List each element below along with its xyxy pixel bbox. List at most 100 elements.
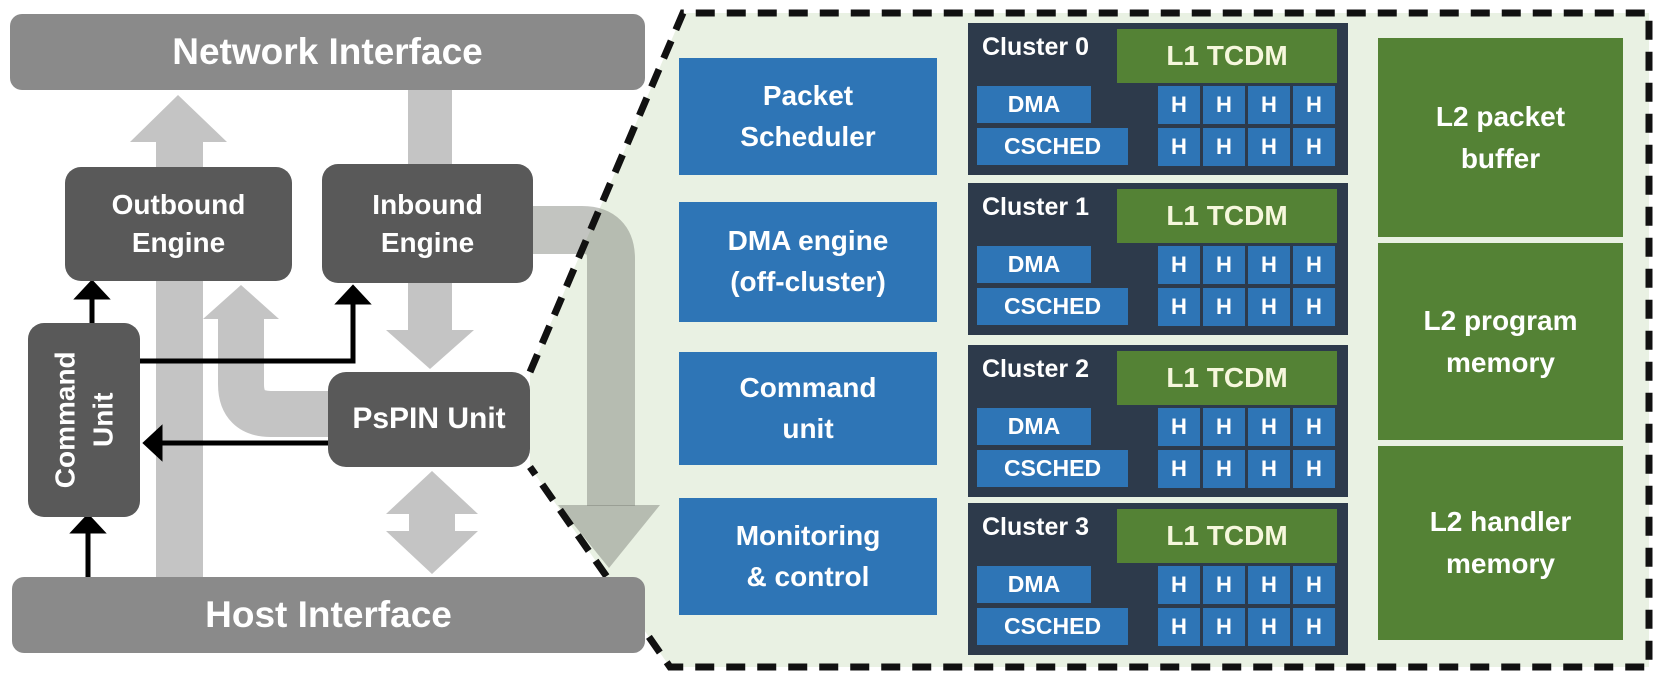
inbound-to-cluster-arrow-shaft [533,206,635,506]
handler-core-cell: H [1158,288,1200,326]
dma-label: DMA [1007,251,1061,277]
handler-core-cell: H [1203,408,1245,446]
handler-core-cell: H [1158,128,1200,166]
csched-box: CSCHED [977,288,1128,325]
cluster-label: Cluster 1 [982,193,1089,221]
csched-box: CSCHED [977,450,1128,487]
handler-core-cell: H [1248,288,1290,326]
dma-box: DMA [977,246,1091,283]
dma-box: DMA [977,86,1091,123]
handler-core-cell: H [1248,86,1290,124]
cluster-box-0: Cluster 0 L1 TCDM DMA CSCHED H H H H H H… [968,23,1348,175]
l2-packet-buffer-label-line1: L2 packet [1435,100,1566,132]
command-unit-module-label-line2: unit [782,412,834,444]
dma-label: DMA [1007,571,1061,597]
l1-tcdm-box: L1 TCDM [1117,189,1337,243]
pspin-host-double-arrow [386,471,478,574]
packet-scheduler-label-line2: Scheduler [740,120,876,152]
outbound-engine-label-line2: Engine [131,227,226,258]
handler-core-cell: H [1293,246,1335,284]
handler-core-cell: H [1203,566,1245,604]
command-unit-label-line2: Unit [87,392,118,448]
inbound-to-cluster-arrow [533,206,660,568]
l2-handler-memory-box: L2 handler memory [1378,446,1623,640]
csched-label: CSCHED [1003,293,1102,319]
cluster-label: Cluster 2 [982,355,1089,383]
l1-tcdm-box: L1 TCDM [1117,351,1337,405]
cluster-label: Cluster 0 [982,33,1089,61]
handler-core-cell: H [1158,608,1200,646]
command-to-inbound-arrow-head [334,284,372,305]
l1-tcdm-box: L1 TCDM [1117,29,1337,83]
network-to-pspin-arrow-head [386,330,474,369]
outbound-engine-box: Outbound Engine [65,167,292,281]
dma-engine-label-line1: DMA engine [727,225,889,257]
handler-core-cell: H [1203,86,1245,124]
cluster-label: Cluster 3 [982,513,1089,541]
handler-core-cell: H [1293,566,1335,604]
dma-label: DMA [1007,91,1061,117]
dma-box: DMA [977,566,1091,603]
handler-core-cell: H [1203,128,1245,166]
csched-box: CSCHED [977,608,1128,645]
command-to-outbound-arrow-head [73,279,111,300]
handler-core-cell: H [1158,566,1200,604]
pspin-to-outbound-curved-arrow [218,318,330,437]
handler-core-cell: H [1293,408,1335,446]
pspin-to-command-arrow-head [142,424,163,462]
handler-core-cell: H [1158,86,1200,124]
csched-box: CSCHED [977,128,1128,165]
cluster-box-3: Cluster 3 L1 TCDM DMA CSCHED H H H H H H… [968,503,1348,655]
handler-core-cell: H [1248,450,1290,488]
dma-box: DMA [977,408,1091,445]
csched-label: CSCHED [1003,613,1102,639]
handler-core-cell: H [1293,86,1335,124]
host-to-command-arrow-head [69,513,107,534]
network-interface-label: Network Interface [172,31,483,72]
handler-core-cell: H [1293,608,1335,646]
handler-core-cell: H [1293,450,1335,488]
black-control-arrows [69,279,372,578]
l2-packet-buffer-label-line2: buffer [1460,142,1541,174]
pspin-unit-box: PsPIN Unit [328,372,530,467]
inbound-engine-label-line1: Inbound [372,188,483,220]
l2-packet-buffer-box: L2 packet buffer [1378,38,1623,237]
inbound-to-cluster-arrow-head [558,505,660,568]
l1-tcdm-label: L1 TCDM [1166,200,1288,231]
host-interface-box: Host Interface [12,577,645,653]
handler-core-cell: H [1203,608,1245,646]
inbound-engine-box: Inbound Engine [322,164,533,283]
handler-core-cell: H [1293,128,1335,166]
dma-label: DMA [1007,413,1061,439]
handler-core-cell: H [1293,288,1335,326]
handler-core-cell: H [1158,450,1200,488]
command-unit-module-label-line1: Command [739,371,877,403]
l2-handler-memory-label-line2: memory [1446,548,1555,579]
l1-tcdm-label: L1 TCDM [1166,40,1288,71]
command-unit-box: Command Unit [28,323,140,517]
inbound-engine-label-line2: Engine [380,226,475,258]
handler-core-cell: H [1158,408,1200,446]
command-to-inbound-arrow [140,301,356,364]
handler-core-cell: H [1248,566,1290,604]
command-unit-module-box: Command unit [679,352,937,465]
handler-core-cell: H [1248,608,1290,646]
dma-engine-label-line2: (off-cluster) [730,266,886,297]
monitoring-control-box: Monitoring & control [679,498,937,615]
host-interface-label: Host Interface [205,594,452,635]
l2-program-memory-label-line1: L2 program [1423,304,1578,336]
handler-core-cell: H [1158,246,1200,284]
monitoring-control-label-line2: & control [746,560,870,592]
callout-dashed-border [526,9,1653,671]
dma-engine-box: DMA engine (off-cluster) [679,202,937,322]
csched-label: CSCHED [1003,133,1102,159]
l2-handler-memory-label-line1: L2 handler [1429,506,1572,537]
pspin-to-outbound-arrow-head [203,285,279,319]
l2-program-memory-label-line2: memory [1446,346,1555,378]
command-unit-label: Command Unit [46,352,122,489]
handler-core-cell: H [1203,450,1245,488]
network-interface-box: Network Interface [10,14,645,90]
handler-core-cell: H [1248,128,1290,166]
l1-tcdm-box: L1 TCDM [1117,509,1337,563]
